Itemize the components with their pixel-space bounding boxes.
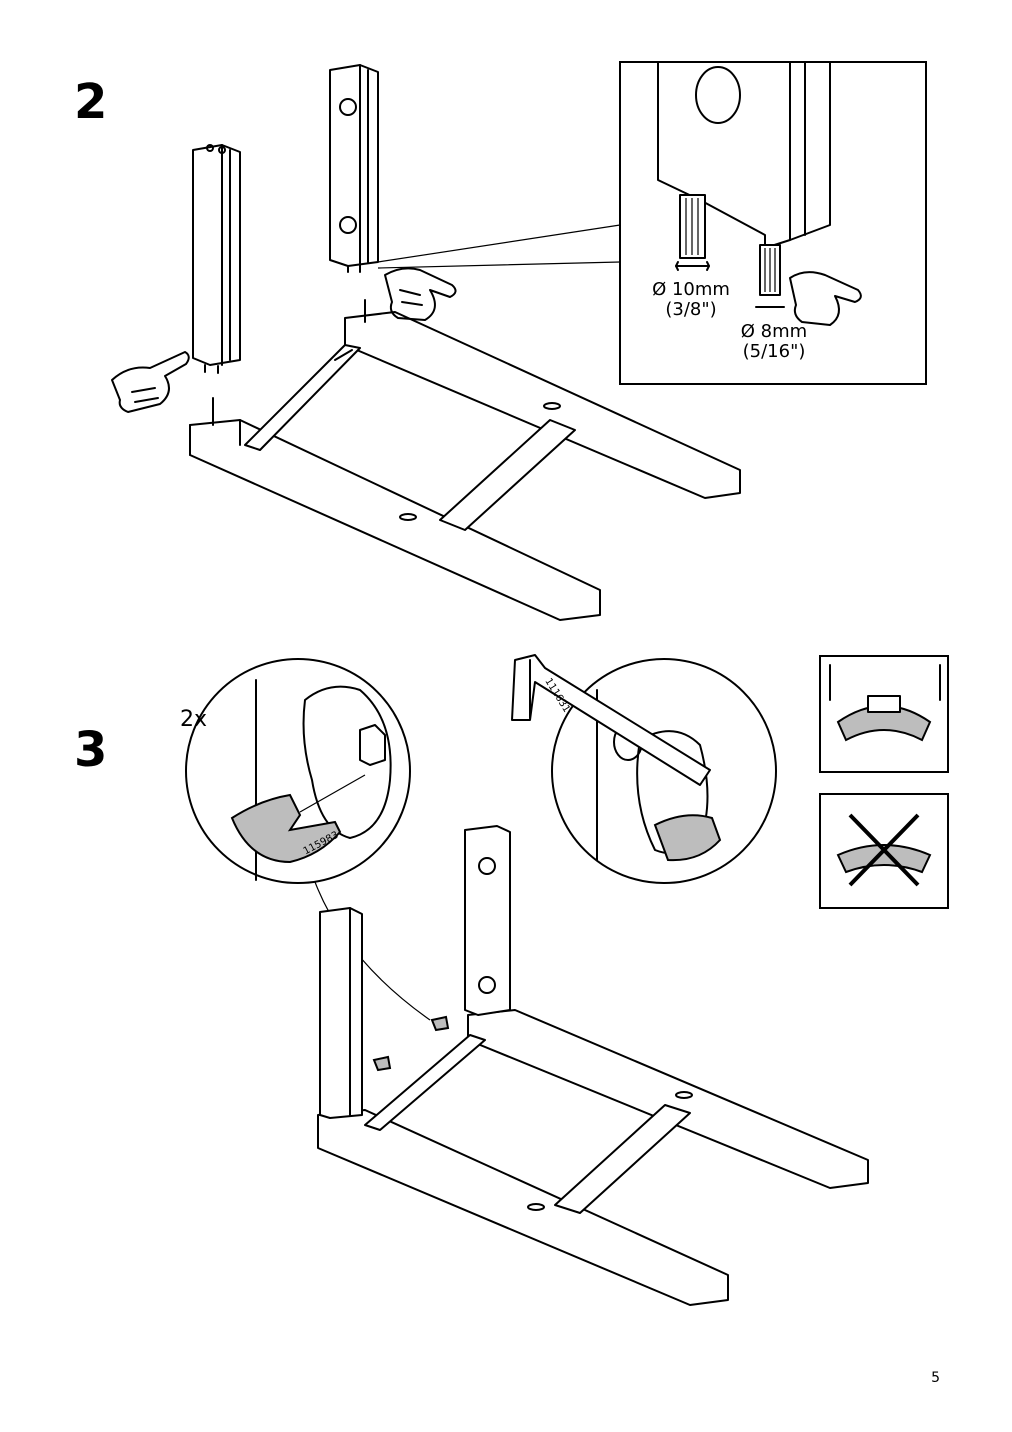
correct-check-panel <box>819 655 949 773</box>
magnifier-left <box>185 658 411 884</box>
step-number-3: 3 <box>74 722 108 778</box>
incorrect-cross-panel <box>819 793 949 909</box>
allen-key-icon <box>511 654 711 786</box>
step2-leg-right <box>329 64 379 273</box>
pointing-hand-icon <box>111 351 190 413</box>
step-number-2: 2 <box>74 74 108 130</box>
dowel-inset <box>619 61 927 385</box>
step2-frame <box>189 311 741 621</box>
step3-frame <box>317 825 869 1306</box>
page-number: 5 <box>931 1370 940 1386</box>
dowel-8mm-imperial: (5/16") <box>742 340 806 362</box>
step2-leg-left <box>192 144 241 374</box>
pointing-hand-icon <box>384 267 457 321</box>
dowel-10mm-imperial: (3/8") <box>665 298 717 320</box>
quantity-label: 2x <box>180 707 208 732</box>
dowel-8mm-metric: Ø 8mm <box>740 321 808 342</box>
dowel-8mm-label: Ø 8mm (5/16") <box>730 322 818 362</box>
dowel-10mm-label: Ø 10mm (3/8") <box>646 280 736 320</box>
dowel-10mm-metric: Ø 10mm <box>652 279 730 300</box>
